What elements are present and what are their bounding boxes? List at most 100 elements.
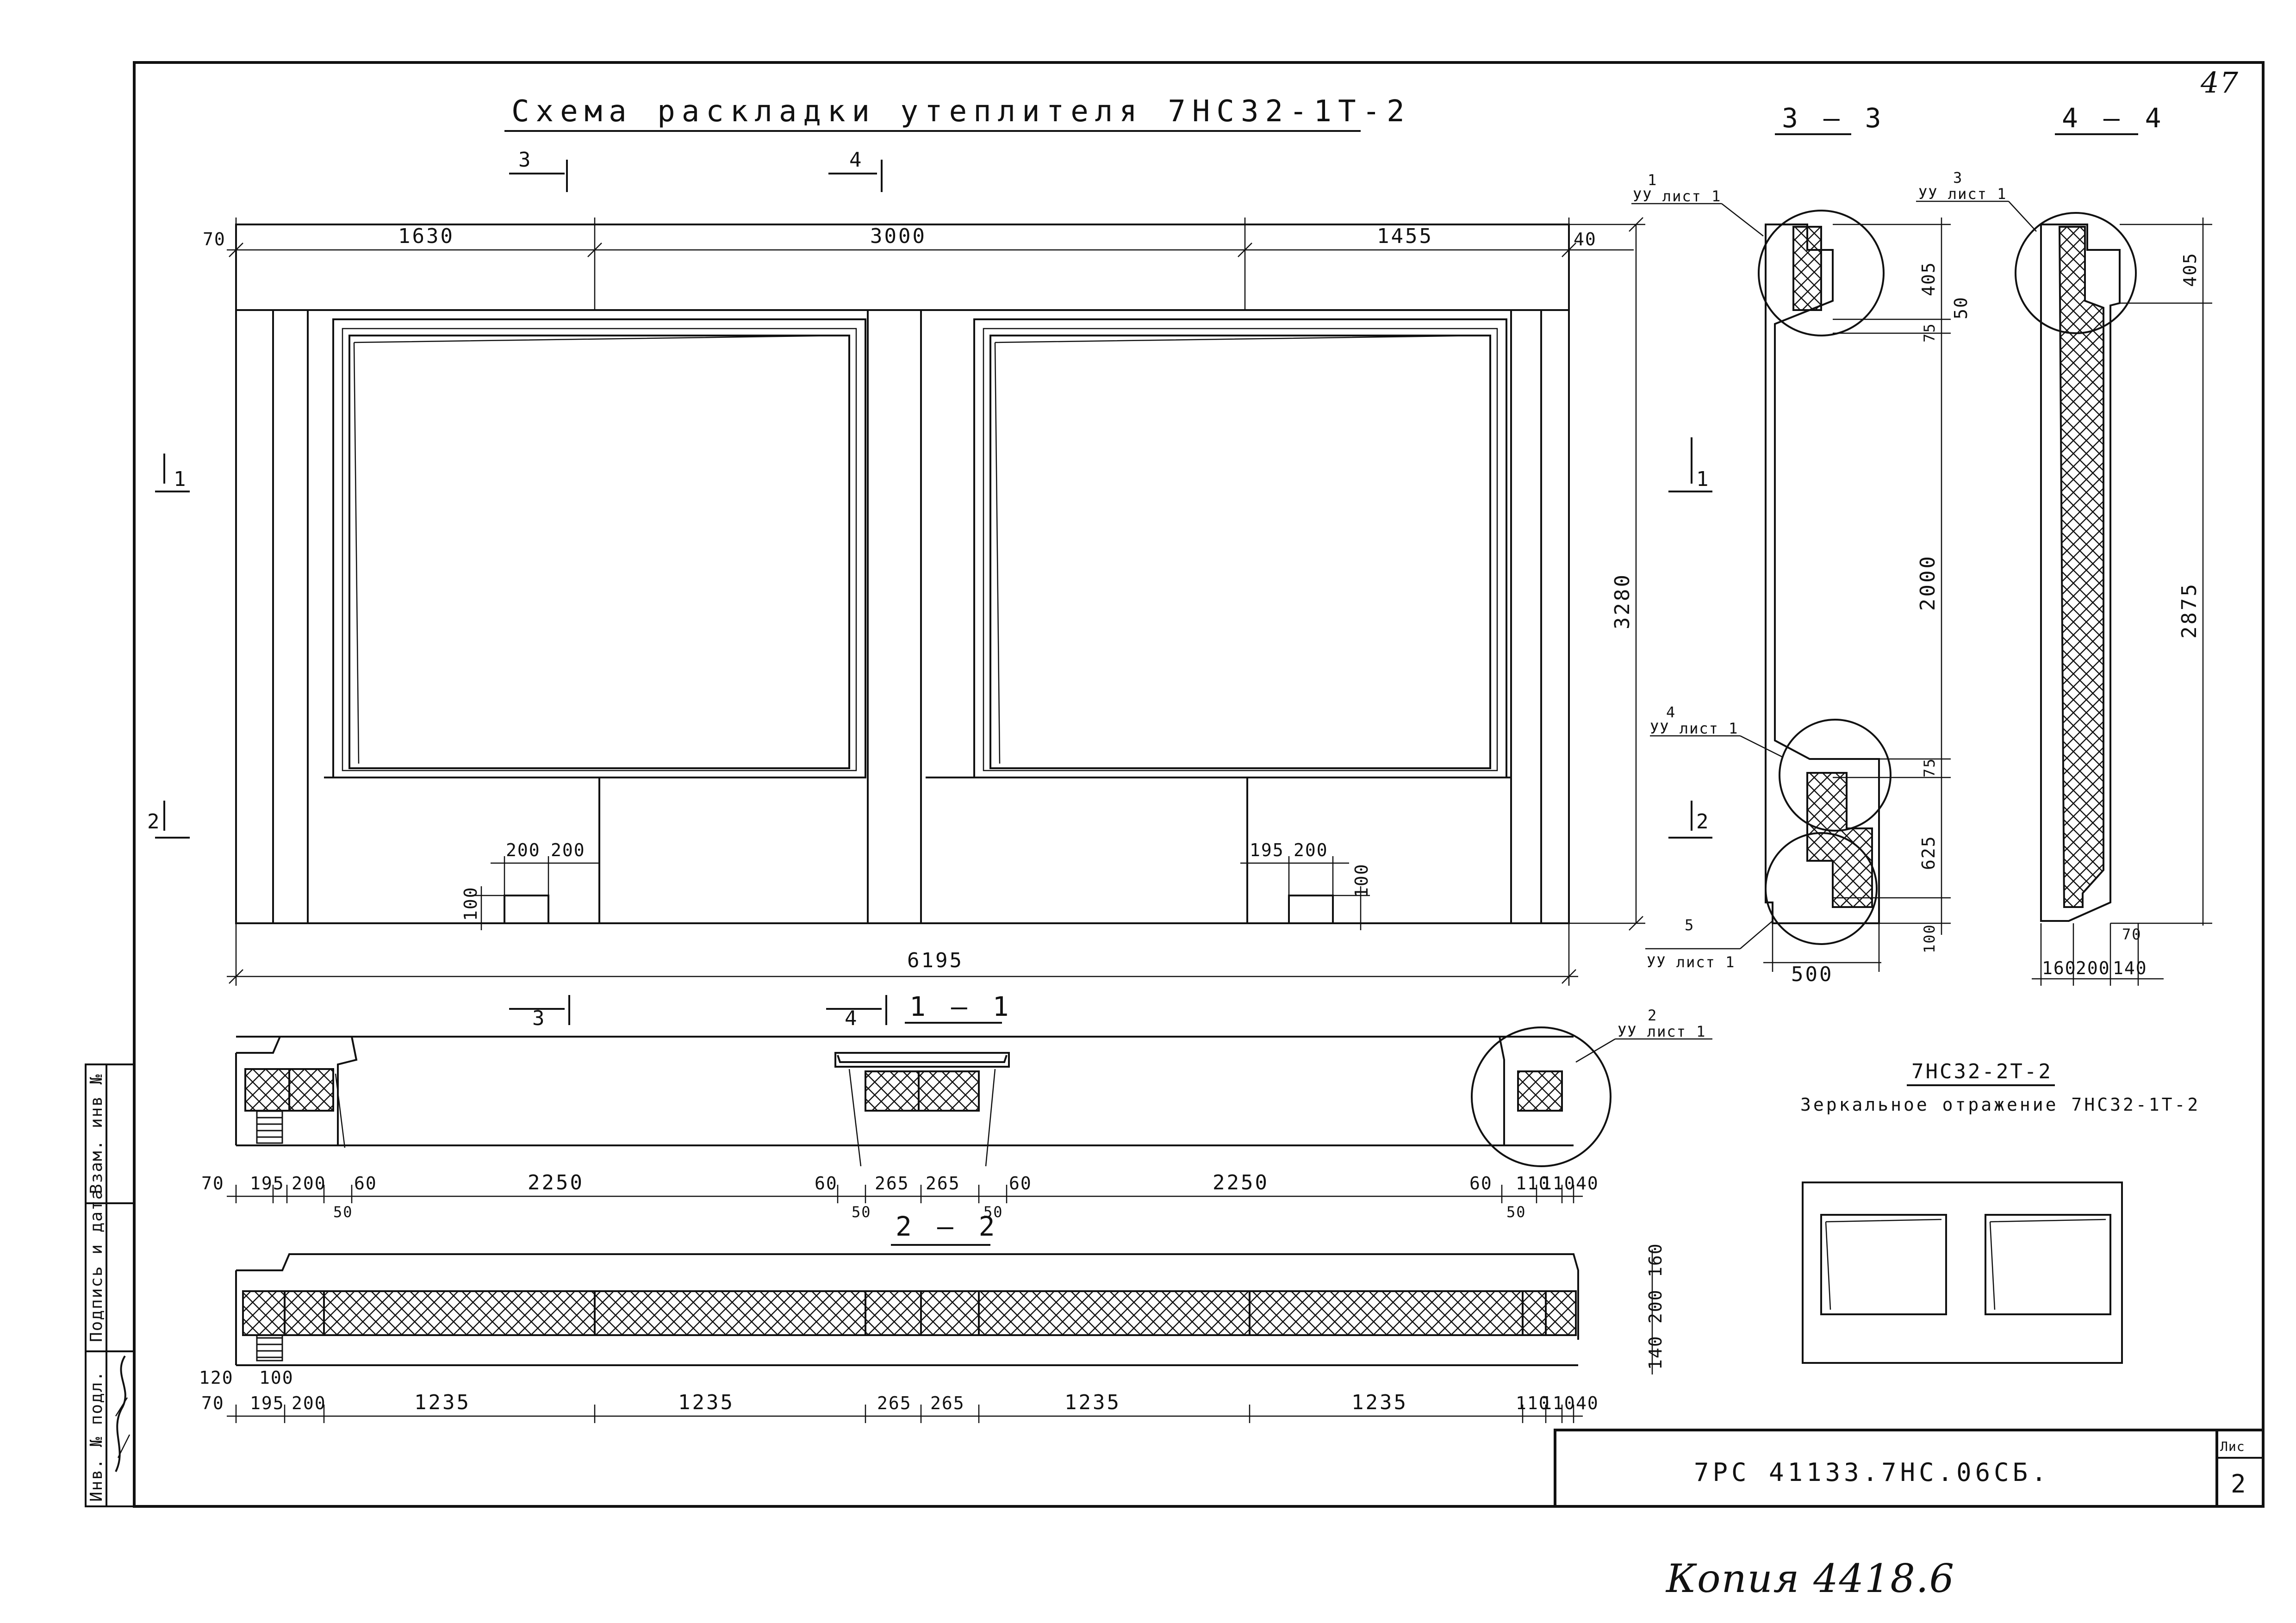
dimension-label: 70 <box>2122 926 2142 943</box>
dimension-label: 1235 <box>414 1391 471 1414</box>
dimension-label: 1235 <box>678 1391 734 1414</box>
dim-right-100: 100 <box>1351 863 1372 898</box>
dim-top-40: 40 <box>1574 229 1597 249</box>
section-mark-4-top: 4 <box>828 148 883 192</box>
sheet-frame <box>85 61 2265 1508</box>
dimension-label: 140 <box>1645 1335 1666 1370</box>
dimension-label: 160 <box>2042 958 2077 978</box>
elevation-bottom-dim: 6195 <box>227 923 1578 986</box>
dim-bottom-6195: 6195 <box>907 949 964 972</box>
dimension-label: 160 <box>1645 1243 1666 1277</box>
dimension-label: 120 <box>199 1368 234 1388</box>
dimension-label: 265 <box>930 1393 965 1413</box>
document-code: 7РС 41133.7НС.06СБ. <box>1694 1458 2050 1487</box>
mirror-name: 7НС32-2Т-2 <box>1911 1060 2053 1083</box>
side-signature <box>115 1355 131 1472</box>
dimension-label: 110 <box>1516 1173 1550 1194</box>
section-1-1-dims: 70 195 200 60 2250 60 265 265 60 2250 60… <box>201 1171 1599 1221</box>
dimension-label: 265 <box>926 1173 960 1194</box>
dimension-label: 100 <box>1921 924 1938 953</box>
dimension-label: 50 <box>983 1203 1003 1221</box>
section-2-2-label: 2 – 2 <box>896 1211 1000 1242</box>
dim-height-3280: 3280 <box>1611 573 1634 629</box>
dimension-label: 265 <box>875 1173 909 1194</box>
dimension-label: 625 <box>1918 835 1939 870</box>
dimension-label: 200 <box>1645 1289 1666 1324</box>
dimension-label: 3 <box>1953 169 1963 187</box>
dimension-label: УУ лист 1 <box>1650 720 1738 737</box>
elevation-height-dim: 3280 <box>1569 217 1645 931</box>
mirror-note: Зеркальное отражение 7НС32-1Т-2 <box>1800 1094 2200 1115</box>
dim-left-100: 100 <box>460 886 481 921</box>
section-2-2-dims: 120 100 70 195 200 1235 1235 265 265 123… <box>199 1243 1666 1423</box>
dim-left-200b: 200 <box>551 840 585 860</box>
dimension-label: 1 <box>174 467 188 491</box>
dimension-label: 2875 <box>2178 582 2201 639</box>
dimension-label: 2 <box>1648 1007 1657 1024</box>
sheet-number: 2 <box>2231 1469 2250 1499</box>
dim-top-1630: 1630 <box>398 224 454 248</box>
dimension-label: 70 <box>201 1393 224 1413</box>
page-number: 47 <box>2200 66 2239 99</box>
sheet-label: Лис <box>2220 1439 2245 1454</box>
dimension-label: 110 <box>1541 1173 1576 1194</box>
dimension-label: УУ лист 1 <box>1918 185 2007 203</box>
section-mark-2-right: 2 <box>1668 801 1712 839</box>
dimension-label: 70 <box>201 1173 224 1194</box>
section-4-4-callout: 3 УУ лист 1 <box>1916 169 2037 232</box>
dimension-label: 200 <box>292 1393 326 1413</box>
dim-left-200a: 200 <box>506 840 541 860</box>
section-4-4-label: 4 – 4 <box>2062 102 2166 134</box>
section-mark-3-top: 3 <box>509 148 568 192</box>
dimension-label: 110 <box>1516 1393 1550 1413</box>
dimension-label: 60 <box>815 1173 838 1194</box>
section-3-3-dims: 405 50 75 2000 75 625 100 500 <box>1763 218 1971 986</box>
section-2-2-view <box>235 1253 1579 1366</box>
section-mark-4-bottom: 4 <box>826 995 887 1030</box>
dim-right-200: 200 <box>1294 840 1328 860</box>
dimension-label: 265 <box>877 1393 912 1413</box>
elevation-view <box>235 224 1570 924</box>
title-block: 7РС 41133.7НС.06СБ. Лис 2 <box>1554 1429 2265 1508</box>
mirror-thumbnail <box>1802 1181 2123 1364</box>
section-3-3-view <box>1758 210 1892 945</box>
dimension-label: 200 <box>292 1173 326 1194</box>
dimension-label: 75 <box>1921 323 1938 342</box>
dim-right-195: 195 <box>1250 840 1284 860</box>
dimension-label: УУ лист 1 <box>1618 1023 1706 1040</box>
dimension-label: 500 <box>1791 963 1833 986</box>
dimension-label: 60 <box>1469 1173 1493 1194</box>
side-label-signature: Подпись и дата <box>87 1189 106 1342</box>
dimension-label: 195 <box>250 1393 285 1413</box>
dimension-label: 195 <box>250 1173 285 1194</box>
dimension-label: 1235 <box>1064 1391 1121 1414</box>
dimension-label: 140 <box>2113 958 2147 978</box>
section-1-1-label: 1 – 1 <box>909 991 1014 1022</box>
dimension-label: 50 <box>852 1203 871 1221</box>
handwritten-number: Копия 4418.6 <box>1665 1556 1955 1601</box>
section-1-1-view <box>235 1026 1612 1167</box>
dimension-label: 1 <box>1696 467 1711 491</box>
section-mark-3-bottom: 3 <box>509 995 570 1030</box>
dimension-label: 3 <box>518 148 533 172</box>
drawing-title: Схема раскладки утеплителя 7НС32-1Т-2 <box>511 94 1411 129</box>
dimension-label: 5 <box>1685 916 1694 934</box>
dimension-label: 200 <box>2076 958 2110 978</box>
dimension-label: 4 <box>849 148 864 172</box>
dimension-label: 40 <box>1576 1173 1599 1194</box>
dimension-label: 75 <box>1921 758 1938 777</box>
dimension-label: 50 <box>1506 1203 1526 1221</box>
opening-dims-right: 195 200 100 <box>1240 840 1372 930</box>
dimension-label: 405 <box>2180 252 2200 287</box>
dimension-label: 50 <box>1951 296 1971 319</box>
dimension-label: УУ лист 1 <box>1647 953 1735 971</box>
dimension-label: 4 <box>1666 703 1676 721</box>
dim-top-1455: 1455 <box>1377 224 1433 248</box>
dimension-label: 110 <box>1541 1393 1576 1413</box>
elevation-top-dims: 70 1630 3000 1455 40 <box>203 218 1634 310</box>
dimension-label: 40 <box>1576 1393 1599 1413</box>
dimension-label: 2250 <box>1213 1171 1269 1194</box>
side-stamp-labels: Инв. № подл. Подпись и дата Взам. инв № <box>87 1074 106 1502</box>
section-mark-2-left: 2 <box>147 801 190 839</box>
